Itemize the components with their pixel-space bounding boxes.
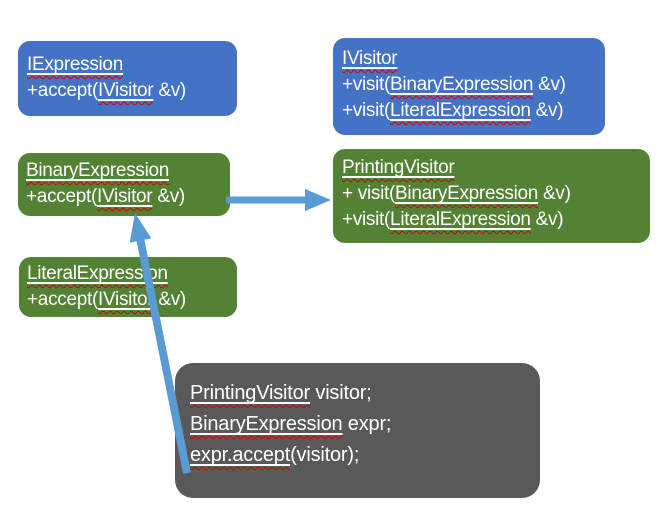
spellcheck-squiggle-text: LiteralExpression [390, 209, 531, 230]
underlined-term: LiteralExpression [27, 263, 168, 284]
text-run: +accept( [27, 80, 99, 101]
text-run: &v) [538, 183, 571, 204]
text-run: +visit( [342, 100, 391, 121]
code-to-binary-arrow [129, 213, 191, 474]
text-run: visitor; [310, 382, 372, 404]
right-arrow-icon [226, 189, 331, 211]
text-run: +visit( [342, 209, 391, 230]
text-run: + visit( [342, 183, 396, 204]
underlined-term: IExpression [27, 54, 123, 75]
text-run: +visit( [342, 74, 391, 95]
interface-box-iexpression: IExpression +accept(IVisitor &v) [18, 41, 237, 116]
spellcheck-squiggle-text: IExpression [27, 54, 123, 75]
text-run: &v) [153, 289, 186, 310]
text-line: +visit(LiteralExpression &v) [342, 207, 644, 233]
class-box-binary-expression: BinaryExpression +accept(IVisitor &v) [18, 153, 230, 216]
underlined-term: BinaryExpression [390, 74, 533, 95]
underlined-term: PrintingVisitor [190, 382, 310, 404]
text-line: BinaryExpression [26, 158, 224, 184]
text-run: &v) [533, 74, 566, 95]
text-run: +accept( [26, 186, 98, 207]
underlined-term: IVisitor [97, 186, 153, 207]
text-run: &v) [530, 100, 564, 121]
spellcheck-squiggle-text: PrintingVisitor [342, 157, 455, 178]
spellcheck-squiggle-text: LiteralExpression [27, 263, 168, 284]
text-run: +accept( [27, 289, 99, 310]
text-line: +accept(IVisitor &v) [27, 78, 229, 104]
underlined-term: LiteralExpression [390, 100, 531, 121]
spellcheck-squiggle-text: IVisitor [98, 289, 154, 310]
spellcheck-squiggle-text: LiteralExpression [390, 100, 531, 121]
text-line: expr.accept(visitor); [190, 440, 530, 471]
text-run: expr; [342, 413, 392, 435]
spellcheck-squiggle-text: IVisitor [342, 48, 398, 69]
text-line: +visit(BinaryExpression &v) [342, 72, 599, 98]
text-line: PrintingVisitor visitor; [190, 378, 530, 409]
underlined-term: expr.accept [190, 444, 290, 466]
underlined-term: IVisitor [98, 80, 154, 101]
spellcheck-squiggle-text: BinaryExpression [395, 183, 539, 204]
text-run: &v) [153, 80, 186, 101]
text-run: &v) [530, 209, 564, 230]
spellcheck-squiggle-text: expr.accept [190, 444, 291, 466]
interface-box-ivisitor: IVisitor+visit(BinaryExpression &v)+visi… [333, 38, 605, 135]
spellcheck-squiggle-text: PrintingVisitor [190, 382, 311, 404]
spellcheck-squiggle-text: IVisitor [98, 80, 154, 101]
class-box-printing-visitor: PrintingVisitor + visit(BinaryExpression … [333, 149, 650, 243]
text-run: (visitor); [290, 444, 360, 466]
text-line: BinaryExpression expr; [190, 409, 530, 440]
spellcheck-squiggle-text: BinaryExpression [26, 160, 170, 181]
text-line: LiteralExpression [27, 261, 231, 287]
class-box-literal-expression: LiteralExpression +accept(IVisitor &v) [19, 257, 237, 317]
text-run: &v) [152, 186, 185, 207]
text-line: +visit(LiteralExpression &v) [342, 98, 599, 124]
text-line: IVisitor [342, 46, 599, 72]
text-line: PrintingVisitor [342, 155, 644, 181]
text-line: + visit(BinaryExpression &v) [342, 181, 644, 207]
underlined-term: BinaryExpression [26, 160, 169, 181]
underlined-term: PrintingVisitor [342, 157, 455, 178]
code-snippet-box: PrintingVisitor visitor;BinaryExpression… [175, 363, 540, 498]
text-line: IExpression [27, 52, 229, 78]
underlined-term: IVisitor [98, 289, 154, 310]
up-arrow-icon [129, 213, 191, 474]
binary-to-printing-arrow [226, 189, 331, 211]
underlined-term: IVisitor [342, 48, 398, 69]
spellcheck-squiggle-text: BinaryExpression [190, 413, 343, 435]
underlined-term: BinaryExpression [395, 183, 538, 204]
spellcheck-squiggle-text: IVisitor [97, 186, 153, 207]
underlined-term: LiteralExpression [390, 209, 531, 230]
text-line: +accept(IVisitor &v) [26, 184, 224, 210]
spellcheck-squiggle-text: BinaryExpression [390, 74, 534, 95]
text-line: +accept(IVisitor &v) [27, 287, 231, 313]
underlined-term: BinaryExpression [190, 413, 343, 435]
